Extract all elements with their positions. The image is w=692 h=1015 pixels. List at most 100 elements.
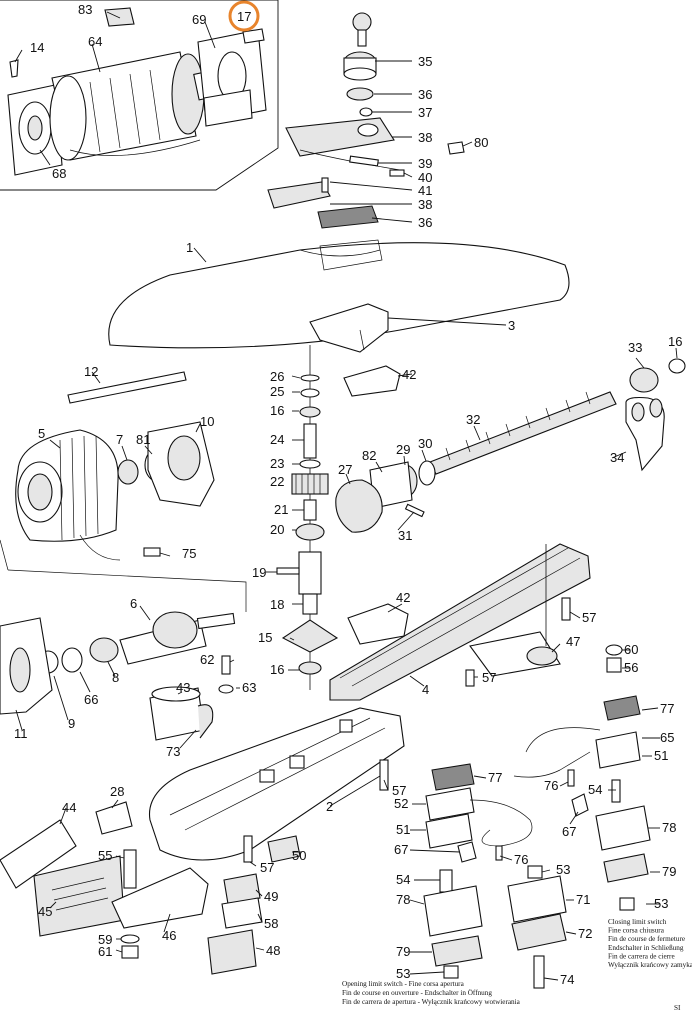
callout-20: 20	[270, 522, 284, 537]
callout-58: 58	[264, 916, 278, 931]
callout-46: 46	[162, 928, 176, 943]
switch-51-right	[595, 731, 641, 769]
leader-lines	[14, 11, 678, 981]
base-housing-2	[148, 707, 405, 863]
callout-34: 34	[610, 450, 624, 465]
screw-62	[221, 655, 231, 675]
nut-53-upper	[527, 865, 543, 879]
callout-79b: 79	[396, 944, 410, 959]
plate-45	[33, 855, 125, 937]
nut-61	[121, 945, 139, 959]
screw-41	[321, 177, 329, 193]
callout-55: 55	[98, 848, 112, 863]
callout-16a: 16	[270, 403, 284, 418]
callout-4: 4	[422, 682, 429, 697]
bearing-16-lower	[298, 661, 322, 675]
callout-62: 62	[200, 652, 214, 667]
shaft-24	[303, 423, 317, 459]
callout-57d: 57	[260, 860, 274, 875]
callout-71: 71	[576, 892, 590, 907]
tie-rod-12	[67, 371, 187, 404]
callout-78a: 78	[662, 820, 676, 835]
callout-64: 64	[88, 34, 102, 49]
callout-19: 19	[252, 565, 266, 580]
callout-24: 24	[270, 432, 284, 447]
washer-59	[120, 934, 140, 944]
callout-39: 39	[418, 156, 432, 171]
callout-21: 21	[274, 502, 288, 517]
callout-16b: 16	[668, 334, 682, 349]
closing-note-line: Fin de course de fermeture	[608, 935, 685, 943]
opening-note-line: Fin de course en ouverture - Endschalter…	[342, 988, 492, 997]
washer-63	[218, 684, 234, 694]
screw-76-top	[567, 769, 575, 787]
motor-inset-frame	[0, 0, 279, 191]
plug-83	[104, 7, 135, 27]
spring-39	[349, 155, 379, 167]
bearing-16-right	[668, 358, 686, 374]
pin-31	[404, 503, 425, 518]
callout-1: 1	[186, 240, 193, 255]
callout-51a: 51	[654, 748, 668, 763]
callout-65: 65	[660, 730, 674, 745]
callout-37: 37	[418, 105, 432, 120]
callout-29: 29	[396, 442, 410, 457]
closing-note-line: Fine corsa chiusura	[608, 927, 665, 935]
nut-37	[359, 107, 373, 117]
callout-15: 15	[258, 630, 272, 645]
release-lock-assembly	[267, 12, 465, 229]
highlighted-callout-label: 17	[237, 9, 251, 24]
callout-36b: 36	[418, 215, 432, 230]
callout-38a: 38	[418, 130, 432, 145]
key	[352, 12, 372, 32]
screw-57-right	[561, 597, 571, 621]
callout-72: 72	[578, 926, 592, 941]
callout-53a: 53	[556, 862, 570, 877]
nut-53-lower	[443, 965, 459, 979]
callout-80: 80	[474, 135, 488, 150]
nut-56	[606, 657, 622, 673]
shaft-18	[298, 551, 322, 595]
stator-assembly	[15, 421, 215, 561]
highlight-circle	[228, 0, 260, 32]
switch-52	[425, 787, 475, 821]
callout-79a: 79	[662, 864, 676, 879]
clip-42-upper	[343, 365, 401, 397]
washer-23	[299, 459, 321, 469]
callout-40: 40	[418, 170, 432, 185]
callout-25: 25	[270, 384, 284, 399]
motor-assembly	[7, 7, 267, 176]
callout-54b: 54	[396, 872, 410, 887]
screw-55	[123, 849, 137, 889]
assembly-guide-line-2	[0, 539, 9, 571]
cover-1	[108, 242, 570, 349]
callout-83: 83	[78, 2, 92, 17]
clip-42-lower	[347, 603, 409, 645]
closing-note-line: Endschalter in Schließung	[608, 944, 684, 952]
callout-22: 22	[270, 474, 284, 489]
callout-11: 11	[14, 726, 28, 741]
switch-51-lower	[425, 813, 473, 849]
washer-25	[300, 388, 320, 398]
bearing-20	[295, 523, 325, 541]
callout-14: 14	[30, 40, 44, 55]
callout-76b: 76	[514, 852, 528, 867]
screw-74	[533, 955, 545, 989]
bush-36	[346, 87, 374, 101]
spring-21	[303, 499, 317, 521]
callout-78b: 78	[396, 892, 410, 907]
screw-14	[9, 59, 19, 78]
callout-75: 75	[182, 546, 196, 561]
callout-23: 23	[270, 456, 284, 471]
callout-76a: 76	[544, 778, 558, 793]
callout-53b: 53	[654, 896, 668, 911]
callout-50: 50	[292, 848, 306, 863]
spring-67-lower	[457, 841, 477, 863]
screw-32	[429, 391, 617, 475]
cover-77-lower	[431, 763, 475, 791]
callout-56: 56	[624, 660, 638, 675]
callout-67a: 67	[562, 824, 576, 839]
callout-54a: 54	[588, 782, 602, 797]
callout-49: 49	[264, 889, 278, 904]
washer-60	[605, 644, 623, 656]
